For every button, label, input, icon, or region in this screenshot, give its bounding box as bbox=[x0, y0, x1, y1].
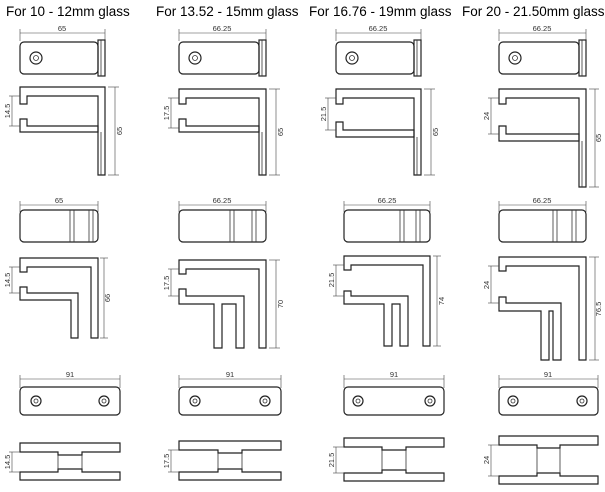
flat-clamp-h-profile: 21.5 bbox=[327, 437, 445, 482]
screw-hole bbox=[508, 51, 522, 65]
column-3-drawings: 66.25 21.5 65 bbox=[319, 24, 446, 482]
top-clamp-side-profile: 21.5 65 bbox=[319, 88, 440, 176]
column-2-drawings: 66.25 17.5 65 bbox=[162, 24, 285, 481]
flat-clamp-width-label: 91 bbox=[66, 370, 74, 379]
mid-clamp-height-label: 66 bbox=[103, 294, 112, 302]
mid-clamp-gap-label: 14.5 bbox=[3, 273, 12, 288]
column-4-drawings: 66.25 24 65 bbox=[482, 24, 603, 485]
top-clamp-height-label: 65 bbox=[115, 127, 124, 135]
flat-clamp-h-profile: 17.5 bbox=[162, 440, 282, 481]
mid-clamp-width-label: 66.25 bbox=[533, 196, 552, 205]
top-clamp-plan-view: 66.25 bbox=[498, 24, 587, 77]
mid-clamp-width-label: 66.25 bbox=[378, 196, 397, 205]
flat-clamp-plan-view: 91 bbox=[19, 370, 121, 416]
column-title-16-19mm: For 16.76 - 19mm glass bbox=[309, 4, 452, 19]
top-clamp-width-label: 66.25 bbox=[213, 24, 232, 33]
mid-clamp-width-label: 65 bbox=[55, 196, 63, 205]
screw-hole bbox=[98, 395, 110, 407]
flat-clamp-gap-label: 24 bbox=[482, 456, 491, 464]
top-clamp-height-label: 65 bbox=[594, 134, 603, 142]
top-clamp-side-profile: 24 65 bbox=[482, 88, 603, 188]
top-clamp-plan-view: 66.25 bbox=[178, 24, 267, 77]
screw-hole bbox=[352, 395, 364, 407]
flat-clamp-plan-view: 91 bbox=[498, 370, 599, 416]
mid-clamp-height-label: 70 bbox=[276, 300, 285, 308]
screw-hole bbox=[188, 51, 202, 65]
column-title-20-21mm: For 20 - 21.50mm glass bbox=[462, 4, 605, 19]
mid-clamp-side-profile: 14.5 66 bbox=[3, 257, 112, 339]
top-clamp-side-profile: 14.5 65 bbox=[3, 86, 124, 176]
flat-clamp-width-label: 91 bbox=[544, 370, 552, 379]
flat-clamp-gap-label: 21.5 bbox=[327, 453, 336, 468]
mid-clamp-gap-label: 17.5 bbox=[162, 276, 171, 291]
top-clamp-plan-view: 66.25 bbox=[335, 24, 422, 77]
top-clamp-gap-label: 17.5 bbox=[162, 106, 171, 121]
screw-hole bbox=[507, 395, 519, 407]
mid-clamp-gap-label: 21.5 bbox=[327, 273, 336, 288]
mid-clamp-side-profile: 24 76.5 bbox=[482, 256, 603, 361]
mid-clamp-gap-label: 24 bbox=[482, 281, 491, 289]
column-title-10-12mm: For 10 - 12mm glass bbox=[6, 4, 130, 19]
flat-clamp-width-label: 91 bbox=[390, 370, 398, 379]
top-clamp-gap-label: 24 bbox=[482, 112, 491, 120]
screw-hole bbox=[424, 395, 436, 407]
flat-clamp-gap-label: 14.5 bbox=[3, 455, 12, 470]
screw-hole bbox=[29, 51, 43, 65]
flat-clamp-gap-label: 17.5 bbox=[162, 454, 171, 469]
mid-clamp-plan-view: 66.25 bbox=[498, 196, 587, 243]
column-title-13-15mm: For 13.52 - 15mm glass bbox=[156, 4, 299, 19]
screw-hole bbox=[189, 395, 201, 407]
flat-clamp-width-label: 91 bbox=[226, 370, 234, 379]
top-clamp-width-label: 65 bbox=[58, 24, 66, 33]
top-clamp-gap-label: 21.5 bbox=[319, 107, 328, 122]
mid-clamp-height-label: 74 bbox=[437, 297, 446, 305]
top-clamp-width-label: 66.25 bbox=[369, 24, 388, 33]
screw-hole bbox=[30, 395, 42, 407]
top-clamp-side-profile: 17.5 65 bbox=[162, 88, 285, 176]
mid-clamp-width-label: 66.25 bbox=[213, 196, 232, 205]
mid-clamp-side-profile: 17.5 70 bbox=[162, 259, 285, 349]
mid-clamp-plan-view: 65 bbox=[19, 196, 99, 243]
flat-clamp-h-profile: 14.5 bbox=[3, 442, 121, 481]
flat-clamp-h-profile: 24 bbox=[482, 435, 599, 485]
top-clamp-height-label: 65 bbox=[276, 128, 285, 136]
top-clamp-width-label: 66.25 bbox=[533, 24, 552, 33]
column-1-drawings: 65 14.5 65 bbox=[3, 24, 124, 481]
flat-clamp-plan-view: 91 bbox=[178, 370, 282, 416]
top-clamp-plan-view: 65 bbox=[19, 24, 106, 77]
top-clamp-gap-label: 14.5 bbox=[3, 104, 12, 119]
screw-hole bbox=[576, 395, 588, 407]
mid-clamp-side-profile: 21.5 74 bbox=[327, 255, 446, 347]
flat-clamp-plan-view: 91 bbox=[343, 370, 445, 416]
mid-clamp-plan-view: 66.25 bbox=[343, 196, 431, 243]
screw-hole bbox=[259, 395, 271, 407]
screw-hole bbox=[345, 51, 359, 65]
mid-clamp-plan-view: 66.25 bbox=[178, 196, 267, 243]
top-clamp-height-label: 65 bbox=[431, 128, 440, 136]
mid-clamp-height-label: 76.5 bbox=[594, 302, 603, 317]
